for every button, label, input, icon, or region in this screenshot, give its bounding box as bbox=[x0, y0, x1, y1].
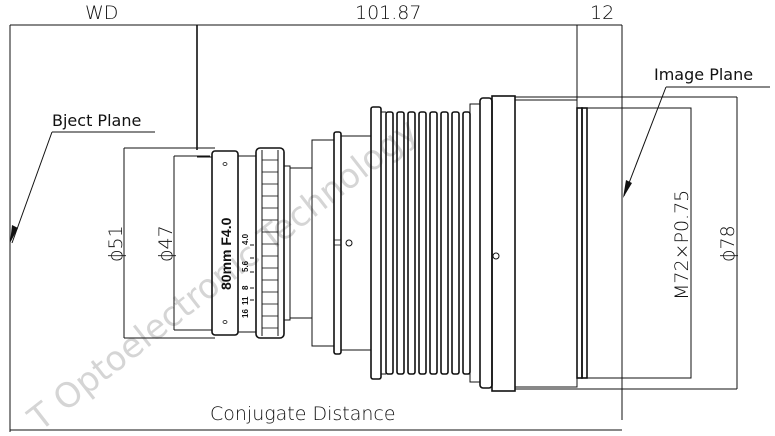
finned-barrel bbox=[370, 97, 493, 389]
svg-text:5.6: 5.6 bbox=[241, 260, 250, 272]
image-plane-label: Image Plane bbox=[654, 65, 753, 84]
conjugate-distance-label: Conjugate Distance bbox=[210, 403, 396, 425]
svg-text:16: 16 bbox=[241, 309, 250, 318]
length-dimension: 101.87 bbox=[355, 2, 421, 24]
svg-text:8: 8 bbox=[241, 285, 250, 290]
lens-model-engraving: 80mm F4.0 bbox=[218, 217, 234, 290]
aperture-scale: 4.0 5.6 8 11 16 bbox=[241, 233, 254, 318]
rear-diameter-dims bbox=[690, 97, 738, 389]
front-inner-diameter: ϕ47 bbox=[155, 225, 177, 262]
adapter-rings bbox=[283, 131, 372, 355]
arrow-icon bbox=[623, 180, 632, 198]
image-plane-leader bbox=[623, 86, 770, 198]
front-diameter-dims bbox=[123, 147, 215, 339]
object-plane-label: Bject Plane bbox=[52, 111, 141, 130]
wd-label: WD bbox=[85, 2, 118, 24]
knurled-focus-ring bbox=[255, 147, 285, 339]
object-plane-leader bbox=[10, 131, 155, 244]
svg-text:11: 11 bbox=[241, 296, 250, 305]
svg-text:4.0: 4.0 bbox=[241, 233, 250, 245]
arrow-icon bbox=[10, 225, 18, 243]
flange-dimension: 12 bbox=[590, 2, 614, 24]
rear-body bbox=[491, 95, 737, 392]
top-dimension-lines bbox=[9, 24, 623, 432]
front-outer-diameter: ϕ51 bbox=[105, 225, 127, 262]
mount-thread-dimension: M72×P0.75 bbox=[671, 190, 693, 300]
rear-outer-diameter: ϕ78 bbox=[717, 225, 739, 262]
